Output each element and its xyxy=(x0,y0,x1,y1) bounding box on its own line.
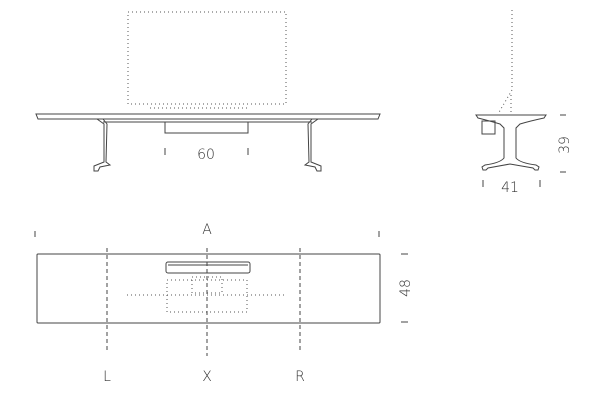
cable-slot xyxy=(165,261,251,274)
drawer xyxy=(164,121,249,134)
length-dimension-label: A xyxy=(202,222,212,238)
front-elevation: 60 xyxy=(35,11,381,172)
height-dimension-label: 39 xyxy=(557,136,573,154)
left-leg xyxy=(93,118,112,172)
side-elevation: 39 41 xyxy=(475,10,573,196)
tabletop-plan xyxy=(36,253,381,324)
depth-dimension-label: 41 xyxy=(501,180,519,196)
pedestal-base xyxy=(475,114,547,171)
depth-plan-dimension-label: 48 xyxy=(398,279,414,297)
right-axis-label: R xyxy=(295,369,305,385)
left-axis-label: L xyxy=(103,369,111,385)
width-dimension-label: 60 xyxy=(197,147,215,163)
tabletop xyxy=(35,113,381,120)
tv-outline xyxy=(127,11,287,105)
plan-view: A L X R 48 xyxy=(34,222,414,385)
center-axis-label: X xyxy=(202,369,212,385)
tv-side-outline xyxy=(497,10,513,115)
right-leg xyxy=(303,118,322,172)
drawer-side xyxy=(481,120,496,135)
